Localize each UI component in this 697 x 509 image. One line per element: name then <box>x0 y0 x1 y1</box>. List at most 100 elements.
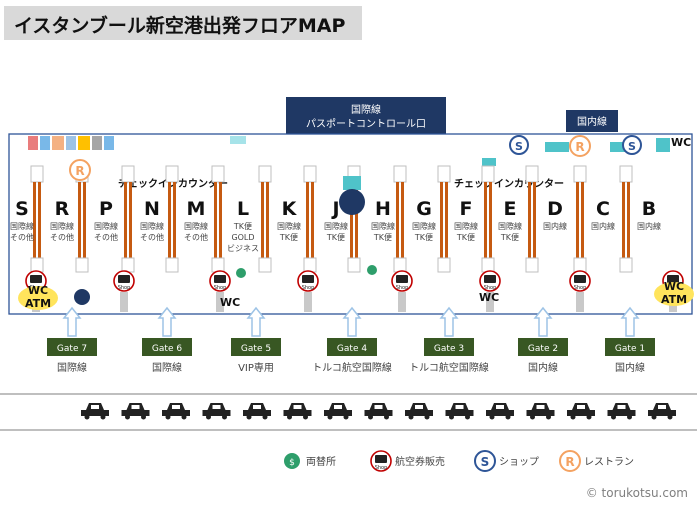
counter-divider-13 <box>573 165 587 273</box>
counter-sublabel: 国際線 <box>324 221 348 231</box>
counter-sublabel: 国際線 <box>454 221 478 231</box>
taxi-icon <box>405 403 433 420</box>
gate-sublabel: 国際線 <box>152 361 182 374</box>
legend-label: レストラン <box>584 456 634 468</box>
atm-highlight-left <box>18 286 58 310</box>
ticket-sales-icon: Shop <box>370 450 392 472</box>
taxi-icon <box>162 403 190 420</box>
taxi-icon <box>121 403 150 420</box>
counter-sublabel: TK便 <box>279 232 298 242</box>
svg-text:Shop: Shop <box>574 285 587 291</box>
counter-letter: L <box>237 198 249 220</box>
gate-label: Gate 7 <box>57 344 87 354</box>
counter-letter: D <box>547 198 563 220</box>
svg-text:$: $ <box>289 458 295 468</box>
counter-divider-10 <box>437 165 451 273</box>
counter-divider-12 <box>525 165 539 273</box>
counter-letter: H <box>375 198 391 220</box>
taxi-icon <box>486 403 514 420</box>
ticket-sales-icon-5: Shop <box>391 270 413 312</box>
counter-divider-7 <box>303 165 317 273</box>
counter-sublabel: TK便 <box>233 221 252 231</box>
counter-letter: G <box>416 198 432 220</box>
counter-sublabel: その他 <box>140 232 164 242</box>
taxi-icon <box>567 403 595 420</box>
counter-sublabel: 国際線 <box>498 221 522 231</box>
counter-sublabel: 国際線 <box>10 221 34 231</box>
counter-sublabel: 国内線 <box>637 221 661 231</box>
ticket-sales-icon-4: Shop <box>297 270 319 312</box>
legend-label: 航空券販売 <box>395 455 445 468</box>
counter-sublabel: 国際線 <box>371 221 395 231</box>
gate-label: Gate 3 <box>434 344 464 354</box>
gate-sublabel: 国内線 <box>615 361 645 374</box>
counter-sublabel: TK便 <box>414 232 433 242</box>
gate-6: Gate 6 国際線 <box>142 306 192 374</box>
legend-label: 両替所 <box>306 455 336 468</box>
international-header-line1: 国際線 <box>351 103 381 116</box>
counter-letter: F <box>460 198 473 220</box>
wc-left: WC <box>28 284 48 297</box>
wc-center-right: WC <box>479 291 499 304</box>
svg-text:S: S <box>481 455 490 469</box>
restaurant-icon: R <box>559 450 581 472</box>
ticket-sales-icon-6: Shop <box>479 270 501 312</box>
domestic-header-box <box>566 110 618 132</box>
taxi-icon <box>445 403 474 420</box>
counter-divider-9 <box>393 165 407 273</box>
counter-letter: C <box>596 198 610 220</box>
counter-letter: R <box>55 198 70 220</box>
counter-sublabel: ビジネス <box>227 244 259 253</box>
svg-text:Shop: Shop <box>214 285 227 291</box>
taxi-icon <box>81 403 109 420</box>
counter-sublabel: TK便 <box>373 232 392 242</box>
wc-center-left: WC <box>220 296 240 309</box>
gate-label: Gate 2 <box>528 344 558 354</box>
checkin-counters: S国際線その他R国際線その他P国際線その他N国際線その他M国際線その他LTK便G… <box>10 165 661 273</box>
shop-s-marker-1: S <box>509 135 529 155</box>
counter-sublabel: 国際線 <box>412 221 436 231</box>
atm-right: ATM <box>661 293 687 306</box>
taxi-icon <box>283 403 312 420</box>
counter-divider-2 <box>75 165 89 273</box>
ticket-sales-icon-3: Shop <box>209 270 231 312</box>
restaurant-marker-right: R <box>569 135 591 157</box>
domestic-header-label: 国内線 <box>577 115 607 128</box>
counter-divider-5 <box>211 165 225 273</box>
counter-sublabel: 国際線 <box>94 221 118 231</box>
gate-label: Gate 6 <box>152 344 182 354</box>
counter-divider-4 <box>165 165 179 273</box>
wc-top-right: WC <box>671 136 691 149</box>
counter-letter: P <box>99 198 113 220</box>
top-edge-shops <box>28 136 670 166</box>
shop-s-marker-2: S <box>622 135 642 155</box>
taxi-icon <box>526 403 555 420</box>
page-title: イスタンブール新空港出発フロアMAP <box>14 14 345 37</box>
atm-highlight-right <box>654 282 694 306</box>
counter-letter: E <box>504 198 517 220</box>
exchange-icon-inside-2 <box>367 265 377 275</box>
title-background <box>4 6 362 40</box>
legend-label: ショップ <box>499 456 539 468</box>
international-header-line2: パスポートコントロール口 <box>306 118 426 130</box>
counter-sublabel: 国際線 <box>277 221 301 231</box>
restaurant-marker-left: R <box>69 159 91 181</box>
ticket-sales-points: ShopShopShopShopShopShopShopShop <box>25 270 684 312</box>
shop-icon: S <box>474 450 496 472</box>
counter-sublabel: 国際線 <box>140 221 164 231</box>
gate-sublabel: トルコ航空国際線 <box>409 361 489 374</box>
center-pillar <box>339 189 365 215</box>
taxi-icon <box>243 403 271 420</box>
